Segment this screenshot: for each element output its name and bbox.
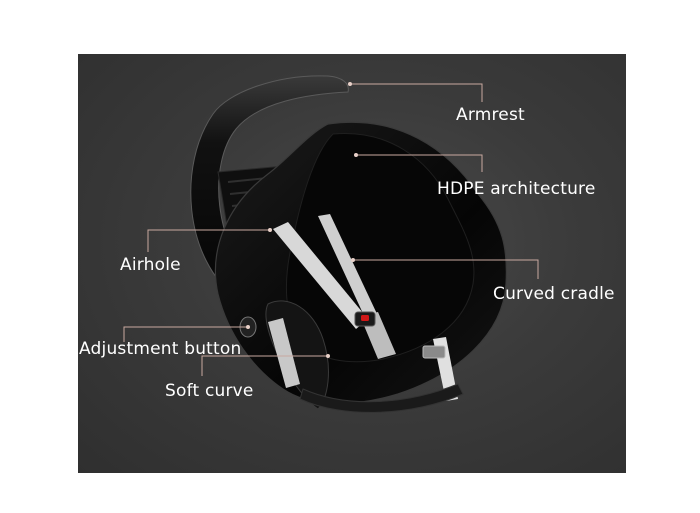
hdpe-architecture-label: HDPE architecture <box>437 179 596 199</box>
airhole-label: Airhole <box>120 255 181 275</box>
adjustment-button-label: Adjustment button <box>79 339 242 359</box>
armrest-label: Armrest <box>456 105 525 125</box>
curved-cradle-label: Curved cradle <box>493 284 615 304</box>
adjustment-button-leader <box>123 326 248 342</box>
armrest-handle <box>190 75 349 300</box>
leader-lines <box>123 82 539 376</box>
seat-base <box>299 383 464 413</box>
buckle-release-red <box>361 315 369 321</box>
soft-curve-leader <box>201 355 328 376</box>
side-clip <box>422 345 446 359</box>
car-seat-illustration <box>190 75 507 413</box>
soft-curve-label: Soft curve <box>165 381 254 401</box>
airhole-leader <box>147 229 270 252</box>
curved-cradle-leader <box>353 259 539 279</box>
armrest-leader <box>350 83 483 102</box>
product-photo-panel <box>78 54 626 473</box>
hdpe-leader <box>356 154 483 172</box>
